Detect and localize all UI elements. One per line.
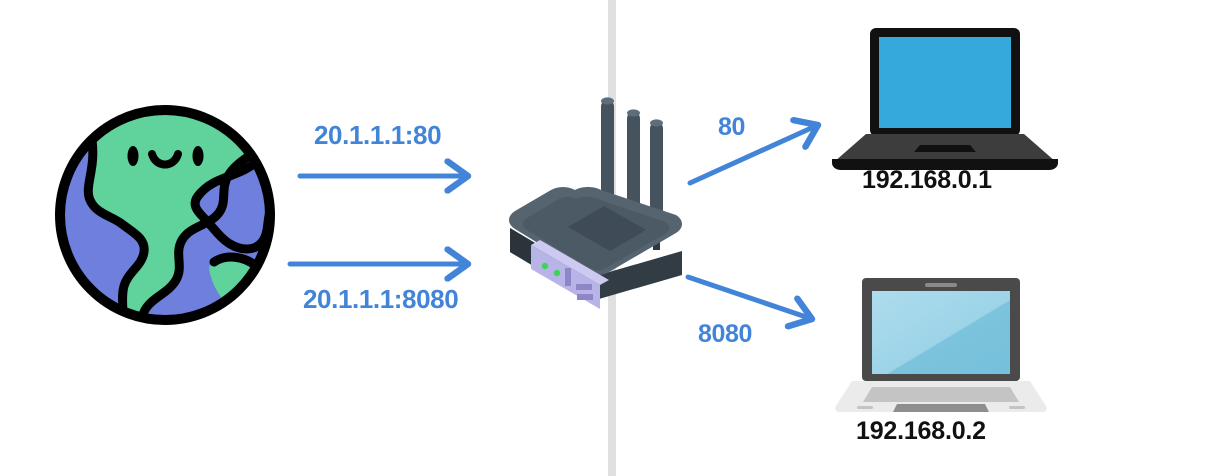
router-led-2 (553, 269, 561, 277)
router-icon (509, 97, 682, 309)
lan-port-80-label: 80 (718, 113, 746, 141)
laptop-silver-icon (835, 278, 1047, 412)
globe-smile (148, 150, 182, 169)
host-2-address-label: 192.168.0.2 (856, 417, 986, 445)
globe-eye-left (127, 146, 139, 166)
globe-icon (55, 105, 275, 325)
lan-port-8080-label: 8080 (698, 320, 753, 348)
globe-eye-right (192, 146, 204, 166)
globe-face (127, 146, 204, 169)
laptop-dark-notch (914, 145, 976, 152)
router-body-side (510, 228, 682, 301)
router-vent (568, 206, 646, 251)
host-1-address-label: 192.168.0.1 (862, 166, 992, 194)
arrow-lan-8080 (685, 274, 812, 319)
router-led-1 (541, 262, 549, 270)
laptop-dark-icon (832, 28, 1058, 170)
laptop-dark-screen (879, 37, 1011, 128)
laptop-silver-trackpad (893, 404, 989, 412)
wan-address-8080-label: 20.1.1.1:8080 (303, 284, 459, 314)
wan-address-80-label: 20.1.1.1:80 (314, 120, 442, 150)
laptop-silver-screen (872, 291, 1010, 374)
arrow-lan-80 (687, 125, 818, 186)
router-front-panel (531, 240, 609, 309)
